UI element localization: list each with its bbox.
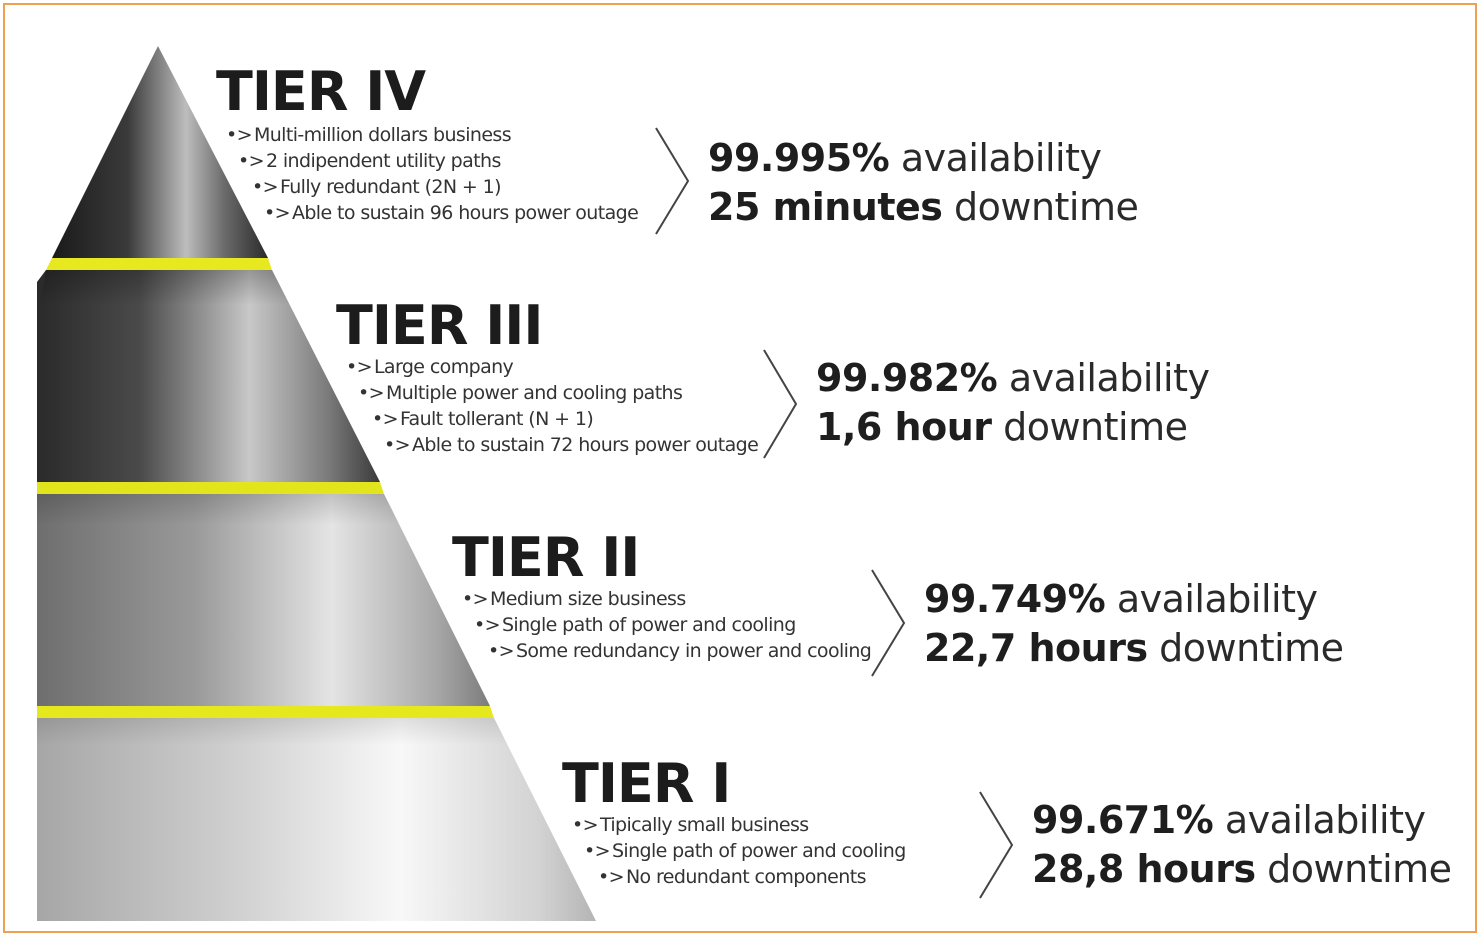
yellow-band-2 [37,482,384,494]
list-item: •>No redundant components [598,866,866,888]
tier-4-title: TIER IV [216,60,426,123]
tier-4-downtime: 25 minutes downtime [708,185,1139,229]
tier-2-downtime: 22,7 hours downtime [924,626,1344,670]
list-item: •>Multi-million dollars business [226,124,512,146]
tier-2-title: TIER II [452,526,640,589]
tier-1-downtime: 28,8 hours downtime [1032,847,1452,891]
tier-3-stats: 99.982% availability 1,6 hour downtime [816,354,1210,452]
tier-1-bullets: •>Tipically small business •>Single path… [562,812,906,890]
chevron-icon-tier-1 [979,791,1014,899]
cone-segment-tier-2 [37,494,490,706]
tier-4-block: TIER IV •>Multi-million dollars business… [216,60,639,226]
list-item: •>Single path of power and cooling [474,614,796,636]
tier-4-stats: 99.995% availability 25 minutes downtime [708,134,1139,232]
list-item: •>Multiple power and cooling paths [358,382,683,404]
tier-4-availability: 99.995% availability [708,136,1102,180]
chevron-icon-tier-2 [871,569,906,677]
list-item: •>Able to sustain 72 hours power outage [384,434,759,456]
tier-1-availability: 99.671% availability [1032,798,1426,842]
tier-2-stats: 99.749% availability 22,7 hours downtime [924,575,1344,673]
list-item: •>Tipically small business [572,814,809,836]
list-item: •>Fully redundant (2N + 1) [252,176,502,198]
tier-1-stats: 99.671% availability 28,8 hours downtime [1032,796,1452,894]
tier-3-block: TIER III •>Large company •>Multiple powe… [336,294,759,458]
list-item: •>Medium size business [462,588,686,610]
tier-4-bullets: •>Multi-million dollars business •>2 ind… [216,122,639,226]
tier-2-bullets: •>Medium size business •>Single path of … [452,586,872,664]
tier-3-downtime: 1,6 hour downtime [816,405,1188,449]
tier-3-bullets: •>Large company •>Multiple power and coo… [336,354,759,458]
list-item: •>Fault tollerant (N + 1) [372,408,594,430]
list-item: •>Single path of power and cooling [584,840,906,862]
list-item: •>2 indipendent utility paths [238,150,501,172]
tier-1-title: TIER I [562,752,731,815]
tier-3-title: TIER III [336,294,543,357]
list-item: •>Some redundancy in power and cooling [488,640,872,662]
chevron-icon-tier-3 [763,349,798,459]
tier-2-block: TIER II •>Medium size business •>Single … [452,526,872,664]
list-item: •>Able to sustain 96 hours power outage [264,202,639,224]
yellow-band-3 [37,706,494,718]
tier-3-availability: 99.982% availability [816,356,1210,400]
yellow-band-1 [46,258,272,270]
cone-segment-tier-1 [37,718,596,921]
list-item: •>Large company [346,356,514,378]
cone-segment-tier-4 [52,46,268,258]
chevron-icon-tier-4 [655,127,690,235]
tier-2-availability: 99.749% availability [924,577,1318,621]
tier-1-block: TIER I •>Tipically small business •>Sing… [562,756,906,890]
cone-segment-tier-3 [37,270,380,482]
